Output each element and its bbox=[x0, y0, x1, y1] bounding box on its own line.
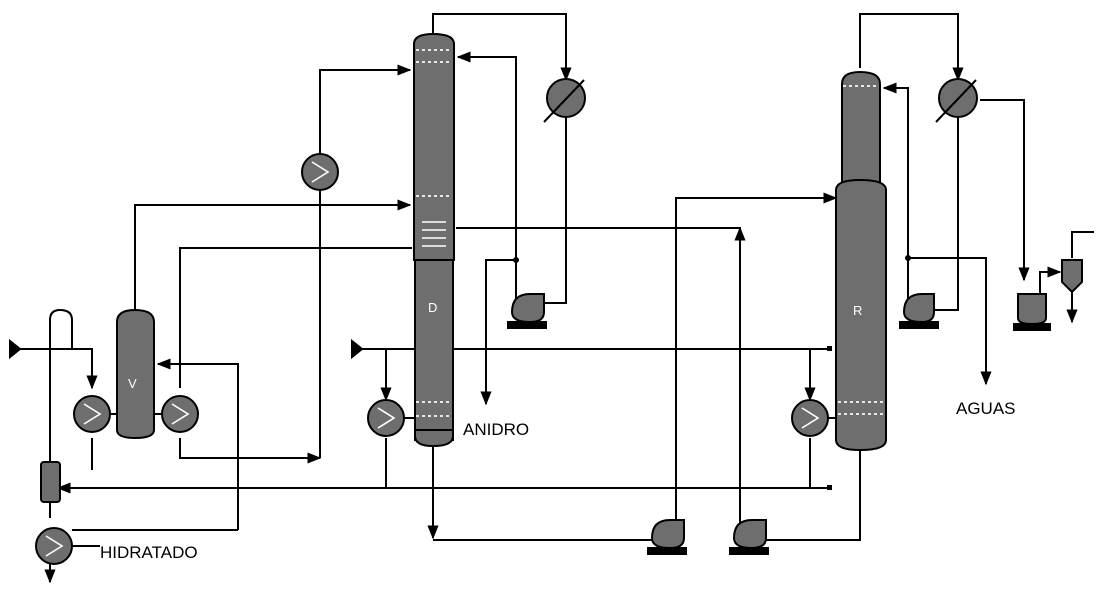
pumps bbox=[507, 293, 1051, 555]
r-overhead-to-condenser bbox=[859, 13, 964, 82]
exch2-to-d-line bbox=[179, 247, 412, 388]
d-feed-inlet-arrow bbox=[351, 338, 364, 360]
heat-exchanger-icon bbox=[154, 395, 199, 433]
heat-exchanger-icon bbox=[35, 527, 73, 565]
d-overhead-to-condenser bbox=[432, 13, 572, 82]
feed-inlet-arrow bbox=[9, 338, 22, 360]
small-drum bbox=[40, 461, 61, 503]
decanter-icon bbox=[1013, 293, 1051, 331]
column-r-label: R bbox=[853, 303, 862, 318]
column-d: D bbox=[413, 32, 455, 448]
coil-icon bbox=[422, 221, 446, 247]
heat-exchanger-icon bbox=[367, 399, 415, 437]
pump-icon bbox=[507, 293, 547, 329]
recycle-to-v bbox=[156, 358, 239, 530]
pump-icon bbox=[647, 519, 687, 555]
heat-exchanger-icon bbox=[73, 395, 117, 433]
pump-icon bbox=[729, 519, 769, 555]
condenser-icon bbox=[935, 78, 978, 123]
anidro-outlet bbox=[480, 259, 516, 406]
anidro-label: ANIDRO bbox=[463, 420, 529, 439]
pump-to-r bbox=[675, 192, 838, 528]
condensers bbox=[543, 78, 978, 123]
feed-line-left bbox=[14, 348, 98, 390]
column-r: R bbox=[835, 70, 887, 452]
heat-exchanger-icon bbox=[301, 153, 339, 191]
exch2-bottom-line bbox=[179, 438, 322, 464]
condenser-to-pump bbox=[544, 118, 567, 304]
hidratado-label: HIDRATADO bbox=[100, 543, 198, 562]
loop-line bbox=[49, 308, 73, 349]
v-vapor-to-d bbox=[134, 199, 412, 312]
vessel-v-label: V bbox=[128, 376, 137, 391]
separator-vessel bbox=[1061, 259, 1083, 294]
heat-exchangers bbox=[35, 153, 836, 565]
r-bottoms-line bbox=[760, 440, 861, 541]
column-d-label: D bbox=[428, 300, 437, 315]
aguas-label: AGUAS bbox=[956, 399, 1016, 418]
d-side-line bbox=[456, 227, 741, 547]
condenser-icon bbox=[543, 78, 586, 123]
r-condenser-to-pump bbox=[930, 118, 959, 311]
junction-dots bbox=[513, 255, 911, 490]
heat-exchanger-icon bbox=[791, 399, 836, 437]
vessel-v: V bbox=[116, 308, 155, 440]
r-reflux bbox=[882, 82, 909, 300]
decanter-feed bbox=[980, 99, 1030, 282]
riser-to-d-top bbox=[319, 64, 412, 458]
aguas-outlet bbox=[908, 257, 992, 386]
pump-icon bbox=[899, 293, 939, 329]
reflux-to-d bbox=[456, 51, 517, 303]
separator-overhead bbox=[1071, 231, 1094, 258]
piping bbox=[9, 13, 1094, 584]
